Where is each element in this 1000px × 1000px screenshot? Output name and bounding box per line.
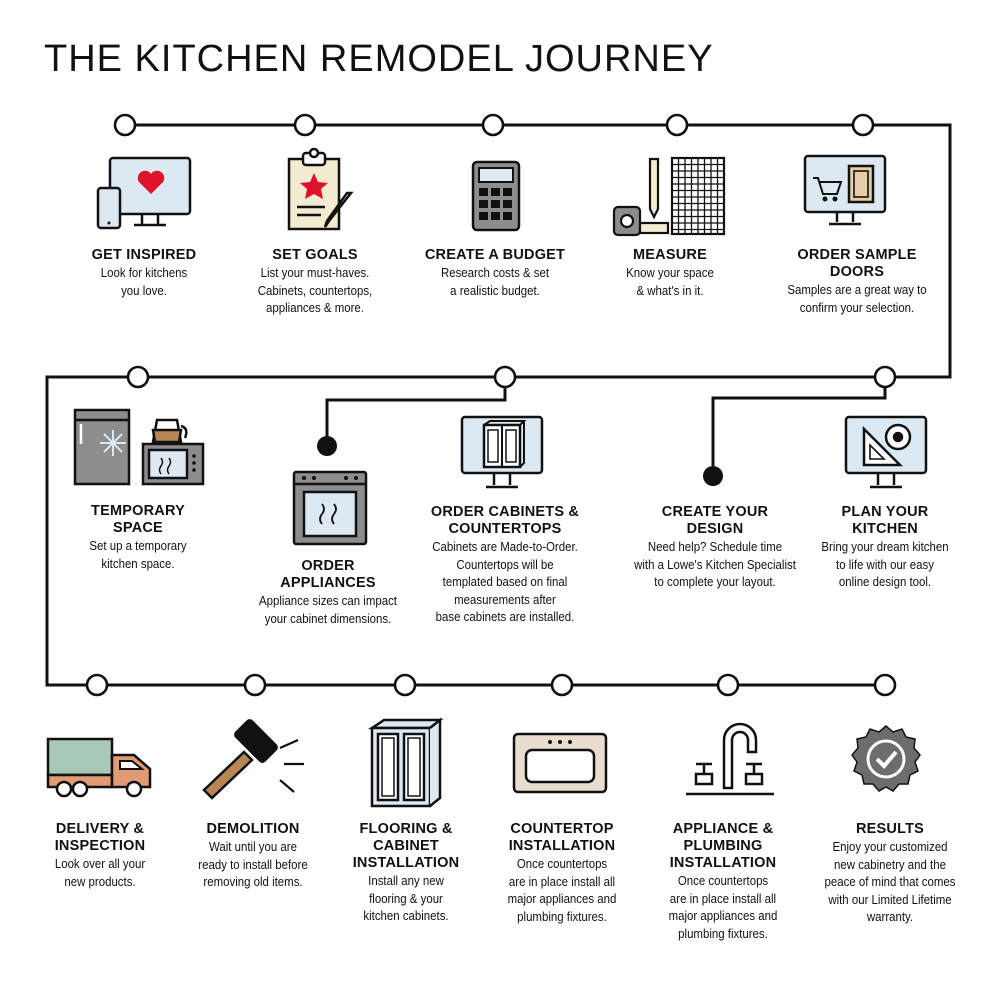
computer-heart-icon bbox=[96, 156, 192, 230]
step-order-sample-doors: ORDER SAMPLE DOORS Samples are a great w… bbox=[762, 247, 952, 316]
step-plan-kitchen: PLAN YOUR KITCHEN Bring your dream kitch… bbox=[795, 504, 975, 591]
step-title: SET GOALS bbox=[272, 247, 358, 263]
timeline-node bbox=[550, 673, 574, 697]
step-title: ORDER SAMPLE DOORS bbox=[797, 247, 917, 280]
step-title: GET INSPIRED bbox=[91, 247, 197, 263]
timeline-branch-dot bbox=[317, 436, 337, 456]
timeline-node bbox=[873, 365, 897, 389]
step-title: MEASURE bbox=[633, 247, 707, 263]
step-description: Need help? Schedule time with a Lowe's K… bbox=[634, 539, 796, 589]
timeline-node bbox=[126, 365, 150, 389]
timeline-node bbox=[85, 673, 109, 697]
step-description: List your must-haves. Cabinets, countert… bbox=[257, 265, 373, 315]
fridge-microwave-icon bbox=[73, 408, 205, 486]
timeline-node bbox=[113, 113, 137, 137]
step-title: FLOORING & CABINET INSTALLATION bbox=[352, 821, 460, 871]
step-countertop: COUNTERTOP INSTALLATION Once countertops… bbox=[487, 821, 637, 925]
timeline-node bbox=[851, 113, 875, 137]
clipboard-star-icon bbox=[287, 147, 354, 231]
step-appliance-plumbing: APPLIANCE & PLUMBING INSTALLATION Once c… bbox=[648, 821, 798, 942]
step-description: Look over all your new products. bbox=[54, 856, 146, 889]
step-description: Cabinets are Made-to-Order. Countertops … bbox=[432, 539, 578, 624]
timeline-node bbox=[873, 673, 897, 697]
timeline-node bbox=[293, 113, 317, 137]
step-description: Once countertops are in place install al… bbox=[507, 856, 617, 924]
step-description: Set up a temporary kitchen space. bbox=[89, 538, 187, 571]
step-description: Look for kitchens you love. bbox=[100, 265, 188, 298]
timeline-node bbox=[493, 365, 517, 389]
step-title: PLAN YOUR KITCHEN bbox=[841, 504, 929, 537]
step-delivery: DELIVERY & INSPECTION Look over all your… bbox=[30, 821, 170, 890]
step-get-inspired: GET INSPIRED Look for kitchens you love. bbox=[69, 247, 219, 299]
step-temporary-space: TEMPORARY SPACE Set up a temporary kitch… bbox=[63, 503, 213, 572]
step-title: DELIVERY & INSPECTION bbox=[54, 821, 146, 854]
step-title: CREATE A BUDGET bbox=[424, 247, 566, 263]
timeline-node bbox=[243, 673, 267, 697]
step-description: Once countertops are in place install al… bbox=[668, 873, 778, 941]
step-order-appliances: ORDER APPLIANCES Appliance sizes can imp… bbox=[238, 558, 418, 627]
monitor-cabinet-icon bbox=[460, 415, 544, 489]
step-flooring: FLOORING & CABINET INSTALLATION Install … bbox=[333, 821, 479, 925]
page-title: THE KITCHEN REMODEL JOURNEY bbox=[44, 38, 714, 80]
truck-icon bbox=[46, 737, 152, 798]
calculator-icon bbox=[471, 160, 521, 232]
step-title: APPLIANCE & PLUMBING INSTALLATION bbox=[669, 821, 777, 871]
step-description: Research costs & set a realistic budget. bbox=[440, 265, 550, 298]
sink-countertop-icon bbox=[512, 732, 608, 794]
step-title: CREATE YOUR DESIGN bbox=[661, 504, 769, 537]
oven-icon bbox=[292, 470, 368, 546]
timeline-node bbox=[716, 673, 740, 697]
timeline-node bbox=[393, 673, 417, 697]
timeline-node bbox=[481, 113, 505, 137]
step-description: Appliance sizes can impact your cabinet … bbox=[259, 593, 397, 626]
step-measure: MEASURE Know your space & what's in it. bbox=[595, 247, 745, 299]
step-description: Install any new flooring & your kitchen … bbox=[363, 873, 449, 923]
step-description: Wait until you are ready to install befo… bbox=[198, 839, 308, 889]
faucet-icon bbox=[686, 722, 774, 796]
step-title: RESULTS bbox=[856, 821, 924, 837]
step-set-goals: SET GOALS List your must-haves. Cabinets… bbox=[235, 247, 395, 317]
step-title: TEMPORARY SPACE bbox=[91, 503, 185, 536]
step-title: COUNTERTOP INSTALLATION bbox=[508, 821, 616, 854]
tape-measure-grid-icon bbox=[612, 156, 726, 237]
step-title: ORDER CABINETS & COUNTERTOPS bbox=[430, 504, 580, 537]
checkmark-badge-icon bbox=[851, 725, 921, 792]
step-create-budget: CREATE A BUDGET Research costs & set a r… bbox=[414, 247, 576, 299]
step-description: Bring your dream kitchen to life with ou… bbox=[821, 539, 949, 589]
timeline-branch-dot bbox=[703, 466, 723, 486]
step-title: ORDER APPLIANCES bbox=[280, 558, 376, 591]
monitor-design-tool-icon bbox=[844, 415, 928, 489]
cabinet-icon bbox=[367, 717, 444, 808]
hammer-icon bbox=[202, 719, 304, 800]
monitor-cart-door-icon bbox=[803, 154, 887, 226]
timeline-node bbox=[665, 113, 689, 137]
step-order-cabinets: ORDER CABINETS & COUNTERTOPS Cabinets ar… bbox=[410, 504, 600, 626]
step-description: Samples are a great way to confirm your … bbox=[787, 282, 927, 315]
step-results: RESULTS Enjoy your customized new cabine… bbox=[805, 821, 975, 926]
step-description: Enjoy your customized new cabinetry and … bbox=[824, 839, 956, 924]
step-create-design: CREATE YOUR DESIGN Need help? Schedule t… bbox=[610, 504, 820, 591]
step-title: DEMOLITION bbox=[206, 821, 300, 837]
step-description: Know your space & what's in it. bbox=[626, 265, 714, 298]
step-demolition: DEMOLITION Wait until you are ready to i… bbox=[178, 821, 328, 891]
